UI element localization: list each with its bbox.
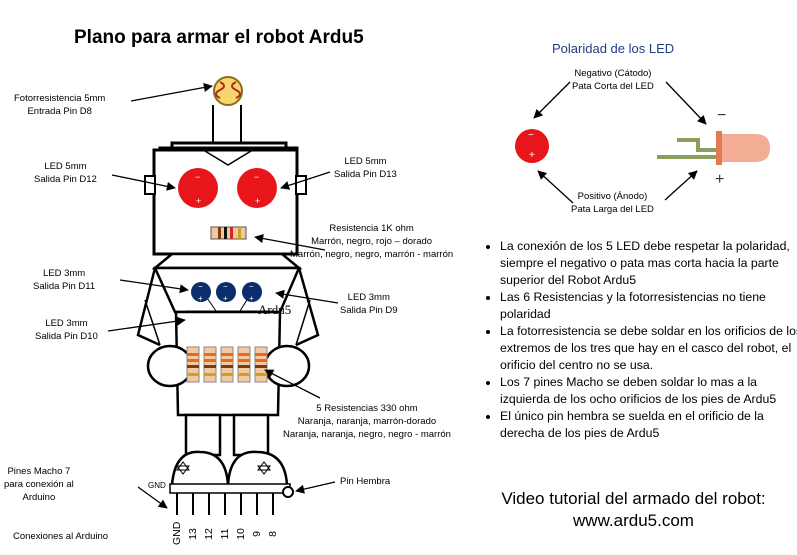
led-side-minus: − xyxy=(717,107,727,124)
pin-number-label: 13 xyxy=(187,528,199,540)
label-female-pin: Pin Hembra xyxy=(340,476,391,487)
resistors-330 xyxy=(186,346,268,383)
robot-name: Ardu5 xyxy=(258,302,292,317)
note-item: Los 7 pines Macho se deben soldar lo mas… xyxy=(500,374,797,408)
resistor-330 xyxy=(254,346,268,383)
robot-body xyxy=(136,252,320,417)
note-item: El único pin hembra se suelda en el orif… xyxy=(500,408,797,442)
video-tutorial: Video tutorial del armado del robot: www… xyxy=(486,488,781,532)
led-polarity-diagram xyxy=(515,81,770,204)
pin-number-label: 12 xyxy=(203,528,215,540)
male-pins xyxy=(176,493,274,515)
photoresistor xyxy=(212,76,243,145)
led-polarity-title: Polaridad de los LED xyxy=(552,41,675,56)
led-d10-plus: + xyxy=(223,294,228,303)
pin-number-label: 11 xyxy=(219,528,231,540)
video-text: Video tutorial del armado del robot: xyxy=(501,489,766,508)
led-d11-plus: + xyxy=(198,294,203,303)
label-arrows xyxy=(107,83,339,509)
resistor-330 xyxy=(220,346,234,383)
label-connections: Conexiones al Arduino xyxy=(13,531,109,542)
pin-number-label: 8 xyxy=(267,531,279,537)
led-top-plus: + xyxy=(529,150,535,161)
note-item: La fotorresistencia se debe soldar en lo… xyxy=(500,323,797,374)
led-side-view xyxy=(657,131,770,165)
led-d13-minus: − xyxy=(254,172,260,182)
pin-number-label: 10 xyxy=(235,528,247,540)
led-d11-minus: − xyxy=(198,282,203,291)
led-3mm-d10 xyxy=(216,282,236,302)
led-side-plus: + xyxy=(715,171,725,188)
note-item: La conexión de los 5 LED debe respetar l… xyxy=(500,238,797,289)
led-d13-plus: + xyxy=(255,196,261,206)
pin-number-label: GND xyxy=(171,521,183,545)
resistor-330 xyxy=(203,346,217,383)
resistor-330 xyxy=(237,346,251,383)
led-d10-minus: − xyxy=(223,282,228,291)
led-d9-plus: + xyxy=(249,294,254,303)
resistor-330 xyxy=(186,346,200,383)
negative-label: Negativo (Cátodo)Pata Corta del LED xyxy=(572,68,654,92)
resistor-1k xyxy=(210,226,247,240)
pin-number-label: 9 xyxy=(251,531,263,537)
positive-label: Positivo (Ánodo)Pata Larga del LED xyxy=(571,191,654,215)
led-5mm-d12 xyxy=(178,168,218,208)
led-5mm-d13 xyxy=(237,168,277,208)
note-item: Las 6 Resistencias y la fotorresistencia… xyxy=(500,289,797,323)
led-3mm-d9 xyxy=(242,282,262,302)
robot-legs xyxy=(169,413,294,498)
video-link[interactable]: www.ardu5.com xyxy=(573,511,694,530)
led-d12-plus: + xyxy=(196,196,202,206)
label-gnd: GND xyxy=(148,481,166,490)
page-title: Plano para armar el robot Ardu5 xyxy=(74,27,364,48)
led-d9-minus: − xyxy=(249,282,254,291)
assembly-notes: La conexión de los 5 LED debe respetar l… xyxy=(480,238,797,442)
led-top-minus: − xyxy=(528,130,534,141)
led-d12-minus: − xyxy=(195,172,201,182)
led-3mm-d11 xyxy=(191,282,211,302)
